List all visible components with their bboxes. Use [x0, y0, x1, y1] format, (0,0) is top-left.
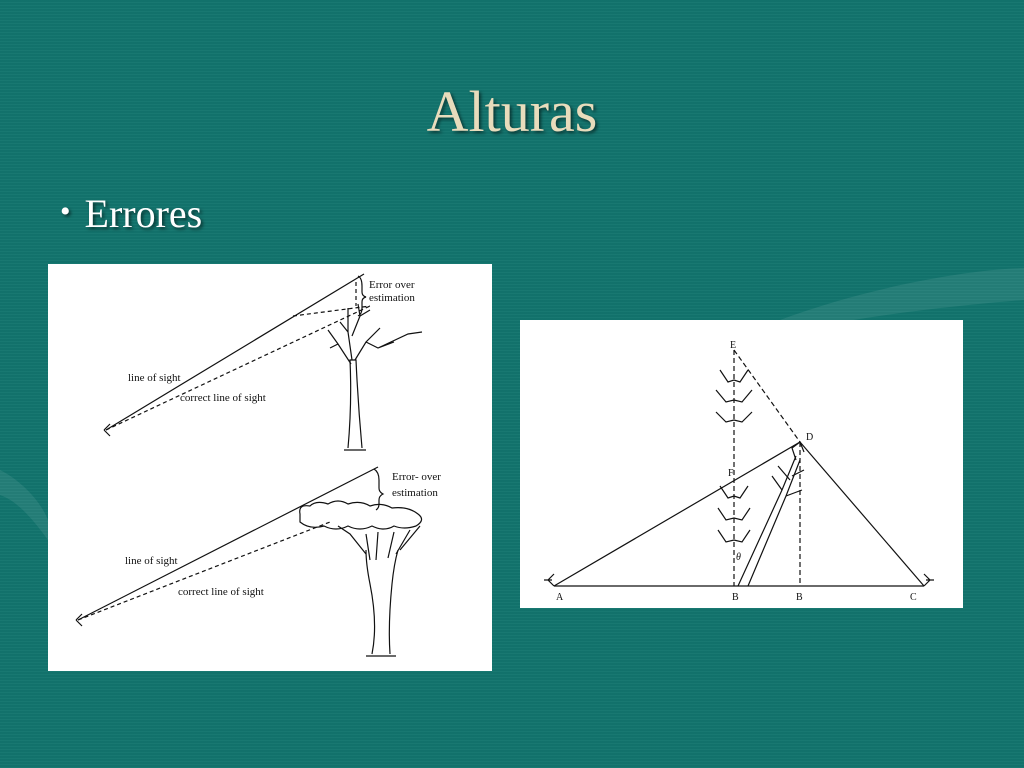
- bottom-eye-icon: [75, 613, 83, 627]
- bottom-tree-crown: [299, 500, 423, 530]
- point-b2-label: B: [796, 592, 803, 603]
- point-e-label: E: [730, 340, 736, 351]
- point-d-label: D: [806, 432, 813, 443]
- point-b1-label: B: [732, 592, 739, 603]
- top-error-bracket: [357, 275, 367, 317]
- bottom-correct-line-of-sight: [77, 521, 331, 621]
- bottom-tree-trunk: [365, 549, 399, 657]
- top-error-label-2: estimation: [369, 292, 415, 304]
- top-correct-line-of-sight: [105, 305, 371, 431]
- left-diagram: Error over estimation line of sight corr…: [75, 273, 441, 657]
- bullet-item: • Errores: [60, 190, 202, 237]
- bottom-diagram: [75, 466, 423, 657]
- top-line-of-sight-label: line of sight: [128, 372, 181, 384]
- bottom-error-label-1: Error- over: [392, 471, 441, 483]
- top-dashed-crown: [292, 305, 371, 317]
- top-line-of-sight: [105, 273, 365, 431]
- slide-title: Alturas: [426, 79, 598, 144]
- bottom-line-of-sight-label: line of sight: [125, 555, 178, 567]
- right-diagram-panel: E D F θ A B B C: [520, 320, 963, 608]
- right-diagram: E D F θ A B B C: [544, 340, 934, 603]
- eye-icon-right: [923, 573, 934, 587]
- top-diagram: [103, 273, 423, 451]
- top-eye-icon: [103, 423, 111, 437]
- left-diagram-panel: Error over estimation line of sight corr…: [48, 264, 492, 671]
- top-tree-trunk: [344, 359, 366, 451]
- ghost-tree-lower: [717, 485, 751, 543]
- line-d-to-c: [799, 441, 925, 587]
- bottom-line-of-sight: [77, 466, 379, 621]
- ghost-tree-upper: [715, 369, 753, 423]
- leaning-tree-branches: [771, 441, 805, 497]
- bottom-correct-line-label: correct line of sight: [178, 586, 264, 598]
- bottom-error-bracket: [373, 468, 385, 511]
- bullet-text: Errores: [84, 191, 203, 236]
- top-correct-line-label: correct line of sight: [180, 392, 266, 404]
- eye-icon-left: [544, 573, 555, 587]
- angle-theta-label: θ: [736, 552, 741, 563]
- bottom-tree-branches: [337, 525, 421, 561]
- point-a-label: A: [556, 592, 564, 603]
- bullet-dot: •: [60, 195, 71, 228]
- line-a-to-d: [553, 441, 801, 587]
- point-c-label: C: [910, 592, 917, 603]
- leaning-tree-trunk: [737, 455, 801, 587]
- top-error-label-1: Error over: [369, 279, 415, 291]
- point-f-label: F: [728, 468, 734, 479]
- bottom-error-label-2: estimation: [392, 487, 438, 499]
- dashed-e-to-d: [733, 349, 801, 443]
- top-tree-branches: [327, 303, 423, 365]
